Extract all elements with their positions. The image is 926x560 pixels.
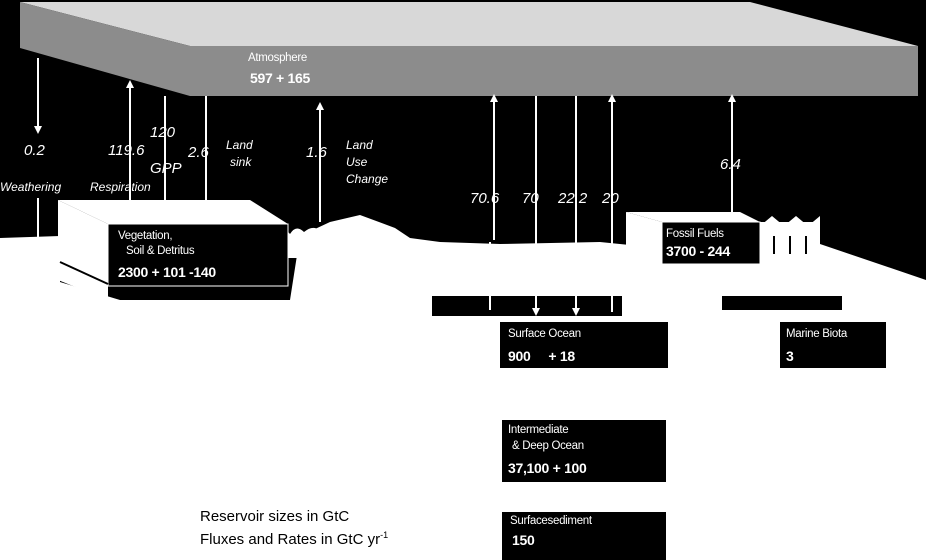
ocean-trench (432, 296, 622, 316)
vegetation-value: 2300 + 101 -140 (118, 264, 216, 280)
fossil-flux-value: 6.4 (720, 156, 741, 173)
land-use-label-line2: Use (346, 155, 368, 169)
respiration-flux-value: 119.6 (108, 142, 145, 159)
marine-biota-title: Marine Biota (786, 328, 847, 340)
surface-ocean-value: 900 + 18 (508, 348, 575, 364)
atmosphere-left (20, 2, 190, 96)
fossil-box-top (626, 212, 760, 222)
fossil-fuels-title: Fossil Fuels (666, 228, 724, 240)
vegetation-box-front (107, 223, 289, 287)
surface-sediment-box (502, 512, 666, 560)
land-use-label-line3: Change (346, 172, 389, 186)
factory-roof (760, 216, 820, 226)
respiration-label: Respiration (90, 180, 151, 194)
vegetation-box-stripe (59, 261, 109, 285)
marine-biota-value: 3 (786, 348, 794, 364)
deep-ocean-value: 37,100 + 100 (508, 460, 587, 476)
land-mass (0, 215, 926, 560)
fossil-box-front (661, 221, 761, 265)
land-sink-flux-value: 2.6 (188, 144, 209, 161)
atmosphere-title: Atmosphere (248, 52, 308, 64)
atmosphere-front (190, 46, 918, 96)
vegetation-title-line2: Soil & Detritus (126, 245, 195, 257)
deep-ocean-title-line1: Intermediate (508, 424, 569, 436)
land-sink-label-line1: Land (226, 138, 253, 152)
ocean-down-1-flux-value: 70 (522, 190, 539, 207)
atmosphere-top (20, 2, 918, 46)
gpp-flux-value: 120 (150, 124, 176, 141)
vegetation-title-line1: Vegetation, (118, 230, 173, 242)
surface-sediment-title: Surfacesediment (510, 515, 592, 527)
vegetation-box-top (58, 200, 288, 224)
ocean-up-1-flux-value: 70.6 (470, 190, 500, 207)
vegetation-box-side (58, 200, 108, 300)
surface-sediment-value: 150 (512, 532, 535, 548)
legend-flux-units: Fluxes and Rates in GtC yr-1 (200, 530, 388, 548)
fossil-box-side (626, 212, 662, 264)
gpp-label: GPP (150, 160, 182, 177)
surface-ocean-box (500, 322, 668, 368)
land-use-label-line1: Land (346, 138, 373, 152)
surface-ocean-title: Surface Ocean (508, 328, 581, 340)
ocean-down-2-flux-value: 22.2 (558, 190, 588, 207)
deep-ocean-title-line2: & Deep Ocean (512, 440, 584, 452)
land-use-flux-value: 1.6 (306, 144, 327, 161)
weathering-label: Weathering (0, 180, 62, 194)
marine-biota-box (780, 322, 886, 368)
atmosphere-value: 597 + 165 (250, 70, 310, 86)
weathering-flux-value: 0.2 (24, 142, 45, 159)
land-sink-label-line2: sink (230, 155, 252, 169)
fossil-fuels-value: 3700 - 244 (666, 243, 730, 259)
legend-flux-units-exponent: -1 (380, 530, 389, 540)
legend-reservoir-units: Reservoir sizes in GtC (200, 508, 350, 525)
legend-flux-units-text: Fluxes and Rates in GtC yr (200, 531, 381, 548)
ocean-shelf (722, 296, 842, 310)
ocean-up-2-flux-value: 20 (602, 190, 619, 207)
deep-ocean-box (502, 420, 666, 482)
